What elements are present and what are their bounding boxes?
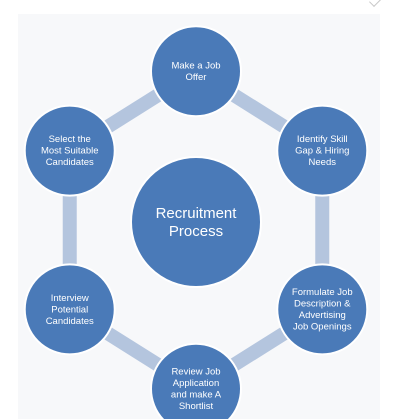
node-label-line: Formulate Job (292, 287, 353, 298)
node-label-line: Needs (309, 157, 337, 168)
node-label-line: Offer (186, 72, 207, 83)
node-label-line: Candidates (46, 157, 94, 168)
node-label-line: Advertising (299, 310, 346, 321)
center-circle (130, 156, 262, 288)
node-label-line: Make a Job (171, 60, 220, 71)
node-label-line: Job Openings (293, 322, 352, 333)
node-label-line: Identify Skill (297, 134, 348, 145)
node-label-line: Interview (51, 293, 89, 304)
node-circle (23, 104, 116, 197)
node-circle (276, 104, 369, 197)
node-label-line: Select the (49, 134, 91, 145)
node-label-line: Description & (294, 299, 351, 310)
center-label-line: Recruitment (156, 205, 238, 222)
node-label-line: and make A (171, 390, 222, 401)
node-label-line: Shortlist (179, 401, 214, 412)
node-circle (150, 25, 242, 118)
node-label-line: Gap & Hiring (295, 146, 349, 157)
node-circle (276, 263, 369, 356)
node-label-line: Review Job (171, 367, 220, 378)
node-circle (150, 342, 242, 419)
node-circle (23, 263, 116, 356)
center-label-line: Process (169, 223, 223, 240)
node-label-line: Potential (51, 304, 88, 315)
node-label-line: Most Suitable (41, 146, 99, 157)
node-label-line: Candidates (46, 316, 94, 327)
node-label-line: Application (173, 378, 219, 389)
